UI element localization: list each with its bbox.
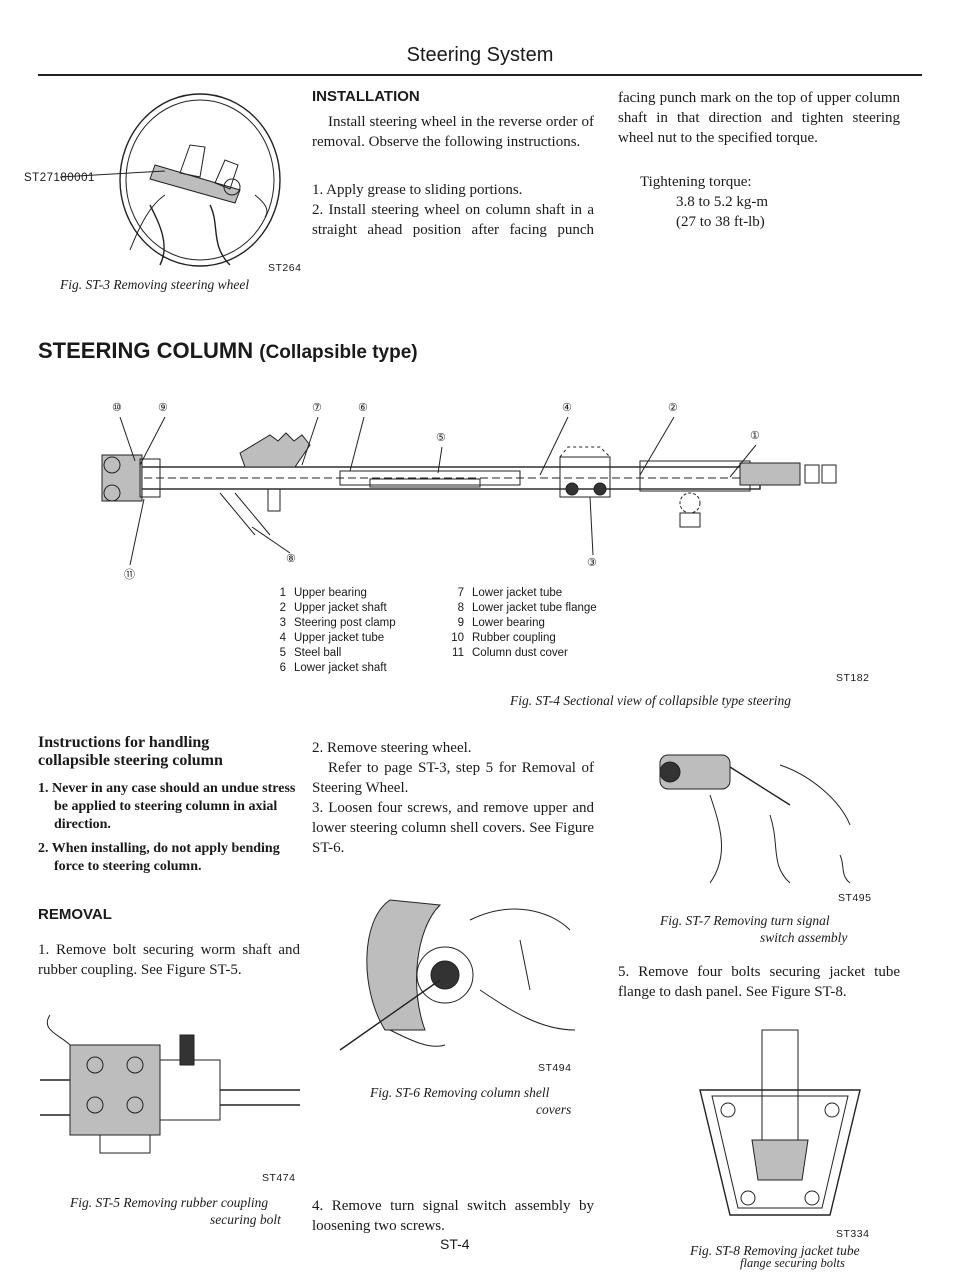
handling-heading-1: Instructions for handling — [38, 734, 210, 751]
fig-st5-caption-2: securing bolt — [210, 1212, 281, 1227]
handling-item-1: 1. Never in any case should an undue str… — [38, 781, 296, 832]
fig-st8-caption-1: Fig. ST-8 Removing jacket tube — [690, 1243, 860, 1258]
fig-st5-ref: ST474 — [262, 1172, 296, 1184]
fig-st3-illustration — [59, 93, 281, 267]
torque-value-metric: 3.8 to 5.2 kg-m — [676, 194, 769, 210]
fig-st3-tool-code: ST27180001 — [24, 172, 95, 184]
fig-st3-ref: ST264 — [268, 262, 302, 274]
fig-st3-caption: Fig. ST-3 Removing steering wheel — [60, 277, 250, 292]
mid-step2b: Refer to page ST-3, step 5 for Removal o… — [312, 760, 594, 796]
removal-heading: REMOVAL — [38, 906, 112, 923]
section-heading-sub: (Collapsible type) — [259, 342, 418, 363]
page-number: ST-4 — [440, 1236, 470, 1252]
callout-8: ⑧ — [286, 553, 296, 565]
fig-st6-ref: ST494 — [538, 1062, 572, 1074]
callout-11: ⑪ — [124, 569, 135, 581]
fig-st7-ref: ST495 — [838, 892, 872, 904]
step4: 4. Remove turn signal switch assembly by… — [312, 1198, 594, 1234]
fig-st7-illustration — [659, 754, 851, 884]
fig-st6-caption-1: Fig. ST-6 Removing column shell — [370, 1085, 550, 1100]
section-heading-main: STEERING COLUMN — [38, 338, 254, 363]
installation-step2: 2. Install steering wheel on column shaf… — [312, 202, 594, 238]
installation-step1: 1. Apply grease to sliding portions. — [312, 182, 523, 198]
header-rule — [38, 74, 922, 76]
fig-st6-illustration — [339, 899, 576, 1051]
callout-10: ⑩ — [112, 402, 122, 414]
removal-step1: 1. Remove bolt securing worm shaft and r… — [38, 942, 300, 978]
section-heading: STEERING COLUMN (Collapsible type) — [38, 338, 418, 364]
page-title: Steering System — [406, 44, 554, 66]
callout-2: ② — [668, 402, 678, 414]
callout-5: ⑤ — [436, 432, 446, 444]
installation-intro: Install steering wheel in the reverse or… — [312, 114, 594, 150]
fig-st5-illustration — [40, 1014, 300, 1154]
handling-item-2: 2. When installing, do not apply bending… — [38, 841, 280, 874]
fig-st4-ref: ST182 — [836, 672, 870, 684]
fig-st6-caption-2: covers — [536, 1102, 572, 1117]
mid-step3: 3. Loosen four screws, and remove upper … — [312, 800, 594, 856]
fig-st8-ref: ST334 — [836, 1228, 870, 1240]
fig-st7-caption-1: Fig. ST-7 Removing turn signal — [660, 913, 830, 928]
fig-st8-caption-2: flange securing bolts — [740, 1256, 845, 1270]
handling-heading-2: collapsible steering column — [38, 752, 223, 769]
callout-3: ③ — [587, 557, 597, 569]
torque-value-imperial: (27 to 38 ft-lb) — [676, 214, 765, 230]
torque-label: Tightening torque: — [640, 174, 752, 190]
mid-step2: 2. Remove steering wheel. — [312, 740, 472, 756]
callout-1: ① — [750, 430, 760, 442]
fig-st5-caption-1: Fig. ST-5 Removing rubber coupling — [70, 1195, 269, 1210]
fig-st8-illustration — [699, 1029, 861, 1216]
callout-9: ⑨ — [158, 402, 168, 414]
installation-step2-cont: facing punch mark on the top of upper co… — [618, 90, 900, 146]
callout-4: ④ — [562, 402, 572, 414]
step5: 5. Remove four bolts securing jacket tub… — [618, 964, 900, 1000]
fig-st7-caption-2: switch assembly — [760, 930, 848, 945]
callout-6: ⑥ — [358, 402, 368, 414]
installation-heading: INSTALLATION — [312, 88, 420, 105]
callout-7: ⑦ — [312, 402, 322, 414]
fig-st4-caption: Fig. ST-4 Sectional view of collapsible … — [510, 693, 791, 708]
fig-st4-diagram — [101, 416, 837, 566]
